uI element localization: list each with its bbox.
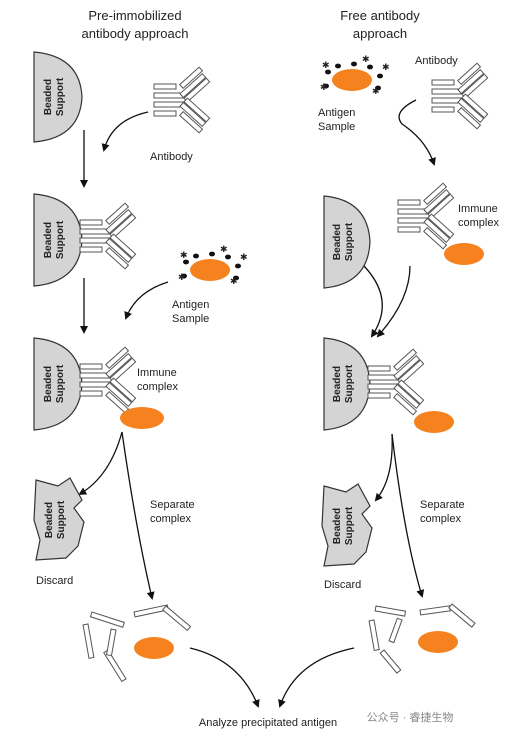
left-immune-label-1: Immune [137, 367, 177, 379]
left-title-line1: Pre-immobilized [88, 8, 181, 23]
left-title-line2: antibody approach [82, 26, 189, 41]
svg-text:Support: Support [55, 77, 66, 116]
right-bead-1: Beaded Support [323, 195, 371, 289]
right-arrow-discard [374, 433, 393, 502]
left-separate-label-2: complex [150, 513, 191, 525]
svg-text:Support: Support [344, 364, 355, 403]
svg-text:Beaded: Beaded [332, 508, 343, 544]
left-immune-antibody [79, 346, 138, 414]
right-antigen-label-1: Antigen [318, 107, 355, 119]
left-arrow-discard [78, 431, 123, 496]
left-separate-label-1: Separate [150, 499, 195, 511]
right-separate-label-2: complex [420, 513, 461, 525]
svg-text:Beaded: Beaded [43, 366, 54, 402]
left-antigen-label-1: Antigen [172, 299, 209, 311]
right-immune-label-2: complex [458, 217, 499, 229]
right-bead-2: Beaded Support [323, 337, 371, 431]
svg-text:Support: Support [344, 222, 355, 261]
watermark-right: 公众号 · 睿捷生物 [367, 710, 454, 724]
right-free-complex-antigen [444, 243, 484, 265]
left-bead-2: Beaded Support [33, 193, 83, 287]
left-bead-1: Beaded Support [33, 51, 83, 143]
left-bound-antibody [79, 202, 138, 270]
right-free-complex-antibody [397, 182, 456, 250]
svg-text:Beaded: Beaded [43, 79, 54, 115]
right-arrow-separate [391, 433, 425, 598]
right-antigen-label-2: Sample [318, 121, 355, 133]
left-discarded-bead: Beaded Support [33, 477, 85, 561]
svg-text:Support: Support [55, 220, 66, 259]
right-arrow-bead-merge [363, 265, 383, 338]
left-antibody-fragments [82, 604, 192, 683]
left-immune-label-2: complex [137, 381, 178, 393]
right-title-line1: Free antibody [340, 8, 420, 23]
left-precipitated-antigen [134, 637, 174, 659]
left-antibody-label: Antibody [150, 151, 193, 163]
right-antibody-label: Antibody [415, 55, 458, 67]
right-arrow-analyze [278, 647, 355, 708]
right-arrow-combine [398, 99, 436, 166]
left-arrow-analyze [189, 647, 260, 708]
left-free-antibody [153, 66, 212, 134]
svg-text:Beaded: Beaded [43, 222, 54, 258]
right-arrow-complex-merge [376, 265, 411, 338]
left-discard-label: Discard [36, 575, 73, 587]
left-arrow-antigen [124, 281, 169, 320]
right-bound-antigen [414, 411, 454, 433]
left-antigen-sample [178, 244, 248, 286]
svg-text:Beaded: Beaded [44, 502, 55, 538]
left-arrow-separate [121, 431, 155, 600]
svg-text:Support: Support [56, 500, 67, 539]
svg-text:Beaded: Beaded [332, 224, 343, 260]
right-separate-label-1: Separate [420, 499, 465, 511]
right-antibody-fragments [368, 603, 476, 674]
svg-text:Support: Support [344, 506, 355, 545]
left-arrow-antibody [101, 111, 149, 152]
svg-text:Support: Support [55, 364, 66, 403]
right-free-antibody [431, 62, 490, 130]
left-antigen-label-2: Sample [172, 313, 209, 325]
right-precipitated-antigen [418, 631, 458, 653]
left-bead-3: Beaded Support [33, 337, 83, 431]
right-antigen-sample [320, 54, 390, 96]
right-discard-label: Discard [324, 579, 361, 591]
right-discarded-bead: Beaded Support [321, 483, 373, 567]
right-immune-label-1: Immune [458, 203, 498, 215]
svg-text:Beaded: Beaded [332, 366, 343, 402]
analyze-label: Analyze precipitated antigen [199, 717, 337, 729]
left-immune-antigen [120, 407, 164, 429]
right-title-line2: approach [353, 26, 407, 41]
right-bound-antibody [367, 348, 426, 416]
